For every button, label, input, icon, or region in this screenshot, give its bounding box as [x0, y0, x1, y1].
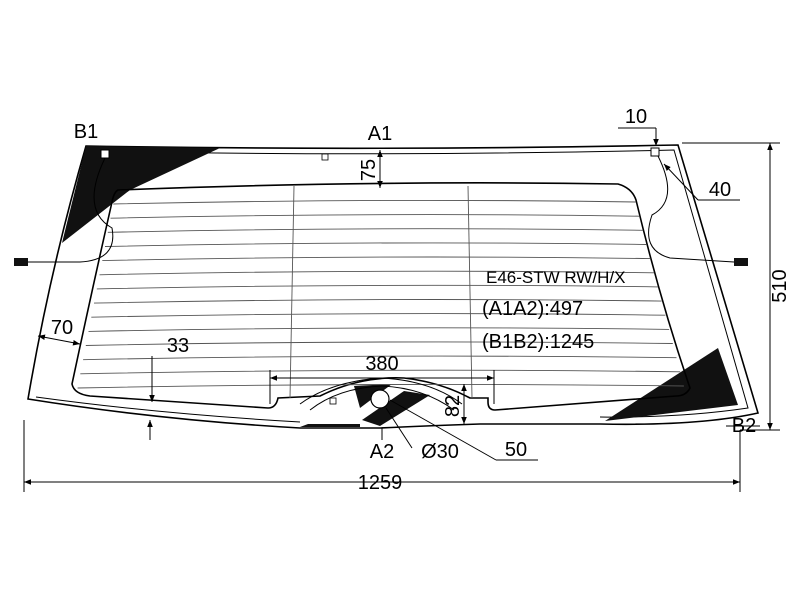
dim-82-label: 82 — [442, 395, 464, 417]
glass-inner-edge — [89, 149, 749, 418]
heating-line — [96, 284, 658, 290]
heating-lines — [77, 199, 684, 389]
dim-50-label: 50 — [505, 439, 527, 461]
black-corner-bottom-right — [605, 348, 738, 421]
wiper-hole — [370, 389, 390, 409]
dim-380-label: 380 — [365, 353, 398, 375]
model-code: E46-STW RW/H/X — [486, 268, 625, 287]
grid-divider-left — [289, 185, 295, 399]
dim-70-label: 70 — [51, 317, 73, 339]
heating-line — [91, 313, 666, 318]
glass-outline — [27, 144, 760, 429]
heating-line — [83, 355, 677, 361]
dim-width-label: 1259 — [358, 472, 403, 494]
heating-line — [80, 369, 681, 375]
heating-line — [77, 383, 684, 389]
dim-hole-label: Ø30 — [421, 441, 459, 463]
heating-line — [88, 327, 670, 332]
point-b1-label: B1 — [74, 121, 98, 143]
black-triangle-right — [362, 391, 430, 426]
point-a2-label: A2 — [370, 441, 394, 463]
connector-bottom-center — [329, 397, 337, 405]
heating-line — [102, 256, 651, 262]
heating-line — [113, 199, 636, 205]
dim-40-leader — [663, 163, 699, 201]
dim-33-label: 33 — [167, 335, 189, 357]
heating-line — [85, 341, 673, 346]
dim-50-leader — [389, 399, 497, 461]
dim-75-label: 75 — [358, 159, 380, 181]
plug-right — [734, 258, 748, 266]
distance-b1b2: (B1B2):1245 — [482, 331, 594, 353]
point-a1-label: A1 — [368, 123, 392, 145]
plug-left — [14, 258, 28, 266]
dim-40-label: 40 — [709, 179, 731, 201]
heating-line — [93, 299, 662, 304]
grid-divider-right — [467, 185, 473, 399]
wire-right — [648, 155, 735, 263]
cutout-edge-inner — [309, 385, 455, 411]
connector-top-right — [650, 147, 660, 157]
glass-bottom-edge — [35, 396, 301, 423]
heating-line — [104, 242, 647, 247]
connector-top-left — [100, 149, 110, 159]
dim-height-label: 510 — [769, 269, 791, 302]
dim-70-line — [37, 334, 81, 346]
connector-top-center — [321, 153, 329, 161]
heating-line — [110, 214, 640, 219]
dim-10-label: 10 — [625, 106, 647, 128]
distance-a1a2: (A1A2):497 — [482, 298, 583, 320]
black-band-bottom-center — [300, 424, 360, 427]
heating-line — [99, 270, 655, 276]
dim-hole-leader — [385, 407, 413, 449]
heating-line — [107, 228, 644, 233]
black-corner-top-left — [62, 146, 220, 243]
heating-grid-frame — [71, 182, 691, 411]
wire-left — [28, 157, 114, 263]
